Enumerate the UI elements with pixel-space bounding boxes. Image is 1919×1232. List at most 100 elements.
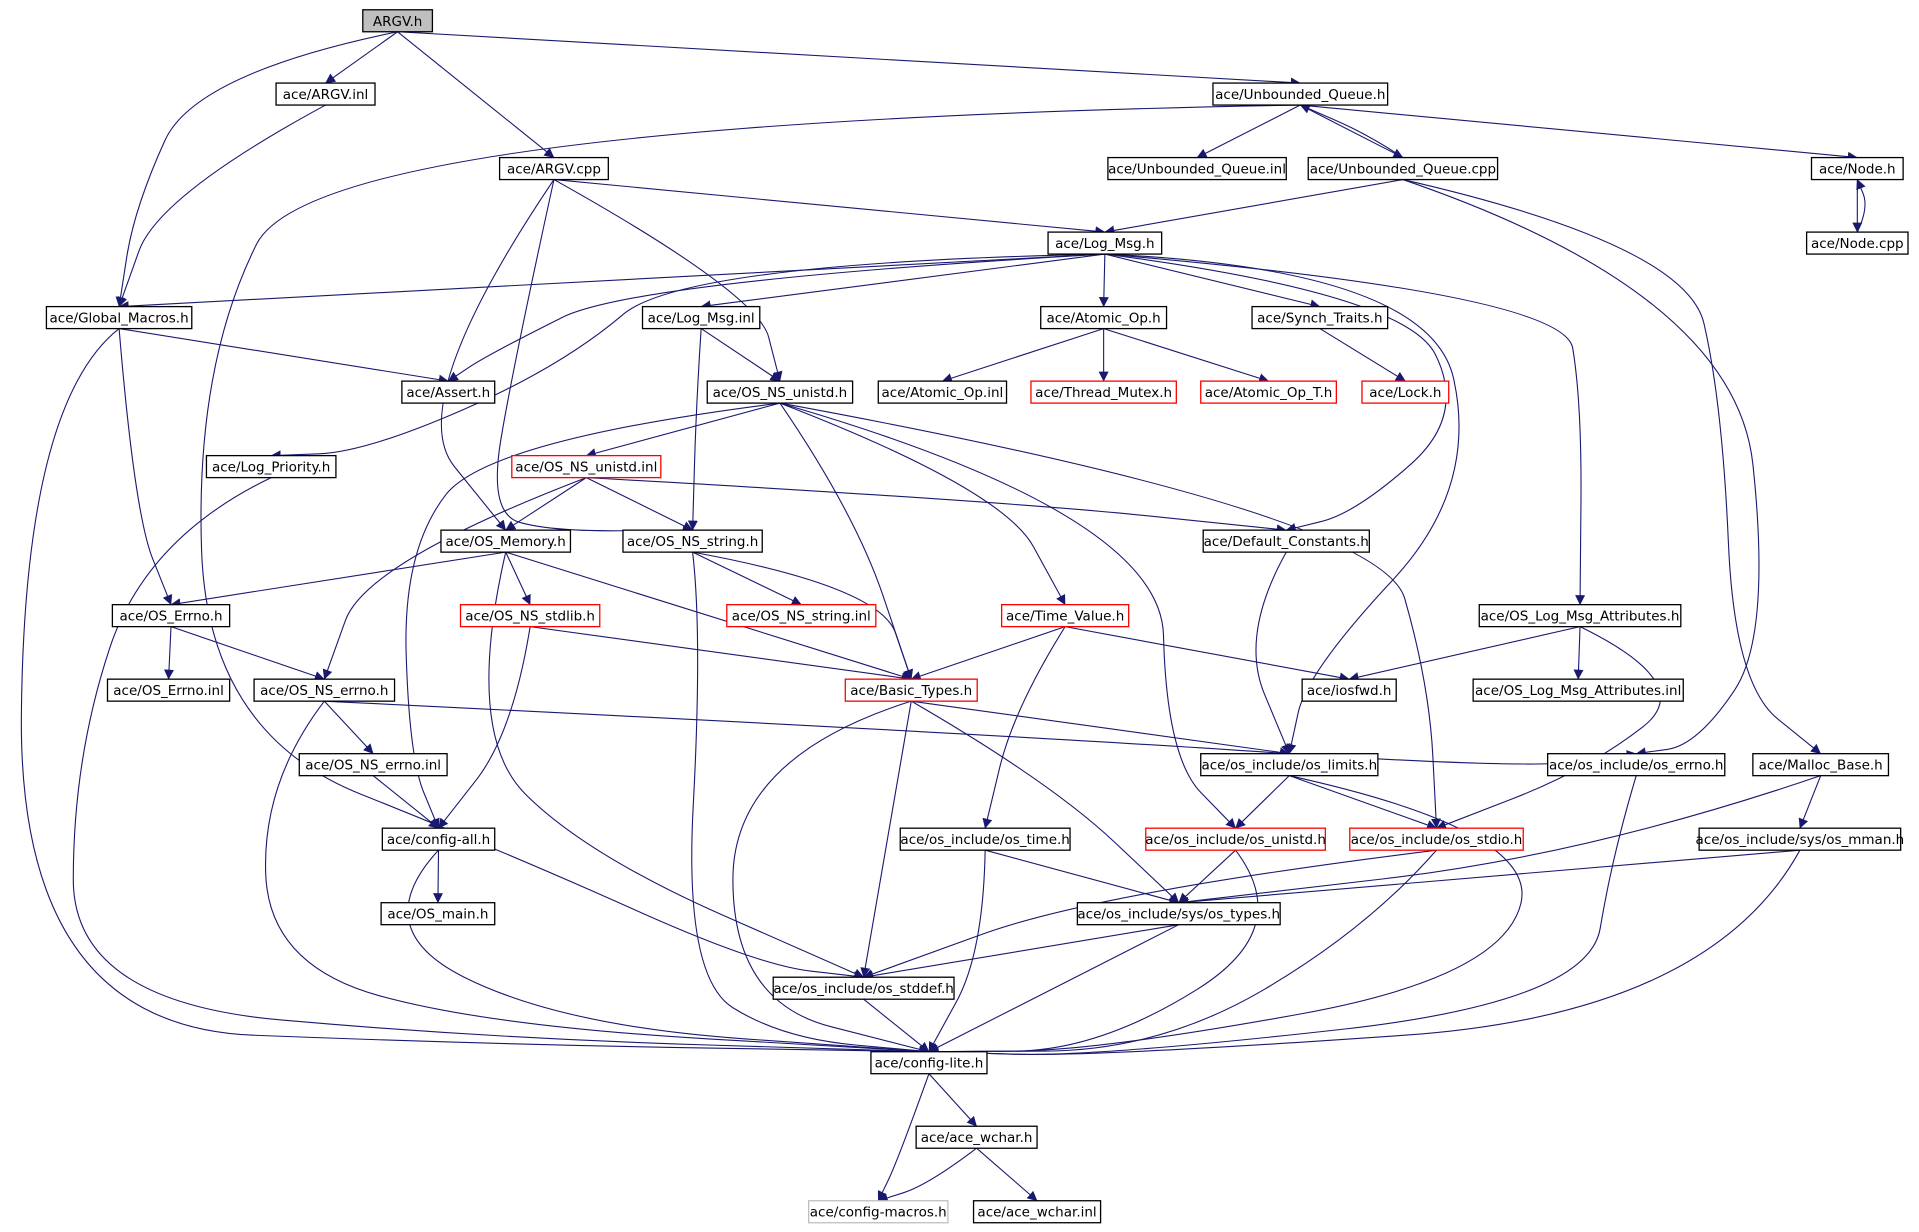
edge-global-macros-h-to-config-lite-h <box>20 328 930 1057</box>
node-thread-mutex-h[interactable]: ace/Thread_Mutex.h <box>1030 380 1177 404</box>
node-os-log-msg-attributes-inl[interactable]: ace/OS_Log_Msg_Attributes.inl <box>1472 678 1684 702</box>
node-label: ace/Log_Msg.h <box>1055 236 1155 252</box>
node-os-main-h[interactable]: ace/OS_main.h <box>380 902 496 926</box>
node-atomic-op-inl[interactable]: ace/Atomic_Op.inl <box>877 380 1008 404</box>
node-atomic-op-t-h[interactable]: ace/Atomic_Op_T.h <box>1200 380 1337 404</box>
node-box <box>1200 380 1337 404</box>
node-malloc-base-h[interactable]: ace/Malloc_Base.h <box>1752 753 1890 777</box>
node-basic-types-h[interactable]: ace/Basic_Types.h <box>844 678 978 702</box>
node-os-ns-unistd-inl[interactable]: ace/OS_NS_unistd.inl <box>511 454 662 479</box>
dependency-edges <box>20 31 1866 1203</box>
node-os-ns-stdlib-h[interactable]: ace/OS_NS_stdlib.h <box>459 603 601 628</box>
node-unbounded-queue-cpp[interactable]: ace/Unbounded_Queue.cpp <box>1307 156 1499 181</box>
node-label: ace/os_include/sys/os_types.h <box>1077 907 1280 923</box>
node-log-msg-inl[interactable]: ace/Log_Msg.inl <box>641 305 761 330</box>
node-label: ace/Lock.h <box>1369 385 1441 401</box>
node-box <box>1752 753 1890 777</box>
node-os-errno-inl[interactable]: ace/OS_Errno.inl <box>106 678 231 702</box>
node-unbounded-queue-inl[interactable]: ace/Unbounded_Queue.inl <box>1107 156 1287 181</box>
node-label: ace/OS_NS_stdlib.h <box>465 609 595 625</box>
node-synch-traits-h[interactable]: ace/Synch_Traits.h <box>1251 305 1389 330</box>
node-lock-h[interactable]: ace/Lock.h <box>1361 380 1450 404</box>
node-label: ARGV.h <box>373 14 422 30</box>
node-box <box>1361 380 1450 404</box>
node-argv-h[interactable]: ARGV.h <box>362 9 434 33</box>
edge-os-stdio-h-to-os-stddef-h <box>863 849 1437 979</box>
node-box <box>1202 529 1370 553</box>
edge-log-msg-h-to-log-msg-inl <box>700 253 1105 311</box>
node-log-msg-h[interactable]: ace/Log_Msg.h <box>1047 231 1163 255</box>
node-os-include-unistd-h[interactable]: ace/os_include/os_unistd.h <box>1145 827 1326 851</box>
node-label: ace/OS_Log_Msg_Attributes.inl <box>1475 683 1681 699</box>
node-os-memory-h[interactable]: ace/OS_Memory.h <box>440 529 572 553</box>
node-label: ace/Assert.h <box>406 385 490 401</box>
node-box <box>459 603 601 628</box>
node-config-all-h[interactable]: ace/config-all.h <box>381 827 496 851</box>
node-os-ns-unistd-h[interactable]: ace/OS_NS_unistd.h <box>706 380 854 404</box>
node-atomic-op-h[interactable]: ace/Atomic_Op.h <box>1040 305 1168 330</box>
node-os-stddef-h[interactable]: ace/os_include/os_stddef.h <box>772 976 955 1000</box>
node-label: ace/OS_Errno.h <box>119 609 222 625</box>
edge-os-ns-unistd-inl-to-os-ns-string-h <box>586 477 694 531</box>
edge-os-log-msg-attributes-h-to-iosfwd-h <box>1348 626 1581 682</box>
node-config-macros-h[interactable]: ace/config-macros.h <box>807 1200 949 1224</box>
edge-argv-inl-to-global-macros-h <box>117 104 326 308</box>
node-label: ace/OS_NS_errno.h <box>260 683 388 699</box>
node-os-ns-string-inl[interactable]: ace/OS_NS_string.inl <box>726 603 877 628</box>
edge-os-ns-unistd-h-to-os-ns-unistd-inl <box>585 402 781 458</box>
node-os-limits-h[interactable]: ace/os_include/os_limits.h <box>1200 753 1379 777</box>
edge-log-msg-h-to-atomic-op-h <box>1098 254 1109 308</box>
node-label: ace/Malloc_Base.h <box>1759 758 1883 774</box>
node-log-priority-h[interactable]: ace/Log_Priority.h <box>205 454 337 479</box>
node-node-cpp[interactable]: ace/Node.cpp <box>1805 231 1909 255</box>
node-default-constants-h[interactable]: ace/Default_Constants.h <box>1202 529 1370 553</box>
node-os-log-msg-attributes-h[interactable]: ace/OS_Log_Msg_Attributes.h <box>1478 603 1682 628</box>
node-os-ns-string-h[interactable]: ace/OS_NS_string.h <box>622 529 763 553</box>
node-box <box>972 1200 1102 1224</box>
edge-unbounded-queue-h-to-unbounded-queue-inl <box>1196 104 1301 159</box>
node-os-ns-errno-inl[interactable]: ace/OS_NS_errno.inl <box>298 753 448 777</box>
node-config-lite-h[interactable]: ace/config-lite.h <box>870 1051 988 1075</box>
node-os-time-h[interactable]: ace/os_include/os_time.h <box>899 827 1071 851</box>
edge-os-ns-string-h-to-os-ns-string-inl <box>692 551 802 606</box>
node-box <box>641 305 761 330</box>
node-unbounded-queue-h[interactable]: ace/Unbounded_Queue.h <box>1212 82 1389 106</box>
edge-os-memory-h-to-os-stddef-h <box>488 552 865 978</box>
node-os-errno-h[interactable]: ace/OS_Errno.h <box>111 603 231 628</box>
node-label: ace/OS_NS_unistd.h <box>713 385 848 401</box>
edge-default-constants-h-to-os-limits-h <box>1255 551 1291 755</box>
node-label: ace/Node.h <box>1819 162 1896 178</box>
node-os-ns-errno-h[interactable]: ace/OS_NS_errno.h <box>253 678 396 702</box>
node-box <box>45 305 193 330</box>
node-box <box>1810 156 1904 181</box>
node-global-macros-h[interactable]: ace/Global_Macros.h <box>45 305 193 330</box>
node-os-stdio-h[interactable]: ace/os_include/os_stdio.h <box>1349 827 1524 851</box>
node-box <box>844 678 978 702</box>
node-iosfwd-h[interactable]: ace/iosfwd.h <box>1301 678 1397 702</box>
node-os-types-h[interactable]: ace/os_include/sys/os_types.h <box>1076 902 1281 926</box>
node-time-value-h[interactable]: ace/Time_Value.h <box>1000 603 1130 628</box>
node-os-include-errno-h[interactable]: ace/os_include/os_errno.h <box>1547 753 1726 777</box>
node-label: ace/config-macros.h <box>810 1205 947 1221</box>
node-box <box>1076 902 1281 926</box>
node-label: ace/Log_Msg.inl <box>648 311 755 327</box>
edge-global-macros-h-to-os-errno-h <box>118 328 173 606</box>
edge-unbounded-queue-cpp-to-malloc-base-h <box>1402 179 1822 755</box>
node-box <box>1698 827 1902 851</box>
node-argv-inl[interactable]: ace/ARGV.inl <box>275 82 376 106</box>
node-node-h[interactable]: ace/Node.h <box>1810 156 1904 181</box>
node-assert-h[interactable]: ace/Assert.h <box>401 380 496 404</box>
node-argv-cpp[interactable]: ace/ARGV.cpp <box>498 156 609 181</box>
node-ace-wchar-inl[interactable]: ace/ace_wchar.inl <box>972 1200 1102 1224</box>
node-label: ace/Log_Priority.h <box>212 460 330 476</box>
edge-log-msg-h-to-os-limits-h <box>1104 253 1460 755</box>
edge-os-memory-h-to-os-ns-stdlib-h <box>505 551 531 606</box>
node-box <box>111 603 231 628</box>
node-os-mman-h[interactable]: ace/os_include/sys/os_mman.h <box>1696 827 1905 851</box>
edge-os-errno-h-to-os-ns-errno-h <box>170 626 325 681</box>
edge-ace-wchar-h-to-ace-wchar-inl <box>976 1147 1038 1202</box>
node-ace-wchar-h[interactable]: ace/ace_wchar.h <box>915 1125 1038 1149</box>
node-label: ace/OS_Memory.h <box>446 534 566 550</box>
node-label: ace/ARGV.inl <box>283 87 368 103</box>
